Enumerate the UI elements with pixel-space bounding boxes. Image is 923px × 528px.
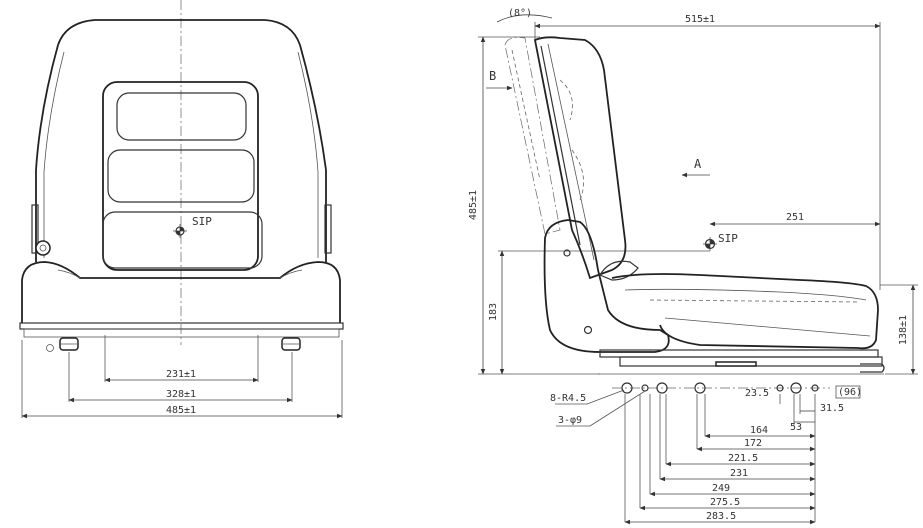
dim-221-5: 221.5 — [728, 453, 758, 464]
pivot-hole-upper — [563, 249, 571, 257]
seat-base-plate — [19, 322, 344, 330]
dim-485-front: 485±1 — [166, 405, 196, 416]
dim-31-5: 31.5 — [820, 403, 844, 414]
dim-249: 249 — [712, 483, 730, 494]
backrest-outline — [35, 19, 327, 262]
rail-foot-left — [46, 337, 79, 352]
dim-485-vertical: 485±1 — [468, 190, 479, 220]
seat-base-plate-side — [599, 349, 879, 358]
dim-23-5: 23.5 — [745, 388, 769, 399]
side-bracket-right — [324, 204, 332, 254]
adjust-knob — [35, 240, 51, 256]
slide-lever — [860, 363, 885, 373]
view-label-a: A — [694, 157, 702, 171]
backrest-panel-bottom — [102, 211, 263, 269]
dim-183: 183 — [488, 303, 499, 321]
dim-138: 138±1 — [898, 315, 909, 345]
side-view: (8°) 515±1 485±1 183 B A — [468, 8, 918, 525]
sip-label-front: SIP — [192, 215, 212, 228]
dim-172: 172 — [744, 438, 762, 449]
dim-328-front: 328±1 — [166, 389, 196, 400]
dim-283-5: 283.5 — [706, 511, 736, 522]
seat-cushion-side — [611, 273, 879, 350]
mounting-holes — [612, 382, 830, 394]
dim-96: (96) — [838, 387, 862, 398]
lever-knob — [599, 260, 639, 281]
rail-foot-right — [281, 337, 301, 351]
angle-arc — [496, 14, 553, 23]
dim-231-side: 231 — [730, 468, 748, 479]
backrest-panel-top — [116, 92, 247, 141]
angle-label: (8°) — [508, 8, 532, 19]
note-phi9: 3-φ9 — [558, 415, 582, 426]
note-r45: 8-R4.5 — [550, 393, 586, 404]
backrest-frame — [102, 81, 259, 271]
sip-marker-front — [173, 224, 187, 238]
backrest-tilt-ghost — [504, 36, 561, 235]
dim-231-front: 231±1 — [166, 369, 196, 380]
dim-53: 53 — [790, 422, 802, 433]
sip-marker-side — [703, 237, 717, 251]
backrest-inner-edge — [43, 51, 65, 258]
pivot-hole-lower — [583, 325, 593, 335]
view-label-b: B — [489, 69, 496, 83]
sip-label-side: SIP — [718, 232, 738, 245]
backrest-side-inner — [540, 45, 581, 246]
seat-cushion-outline — [21, 261, 341, 323]
dim-251: 251 — [786, 212, 804, 223]
pivot-bracket — [543, 219, 670, 353]
dim-164: 164 — [750, 425, 768, 436]
backrest-panel-middle — [107, 149, 255, 203]
side-bracket-left — [31, 204, 39, 254]
dim-515: 515±1 — [685, 14, 715, 25]
backrest-side-outline — [533, 36, 627, 280]
dim-275-5: 275.5 — [710, 497, 740, 508]
front-view: SIP 231±1 328±1 485±1 — [19, 0, 344, 419]
